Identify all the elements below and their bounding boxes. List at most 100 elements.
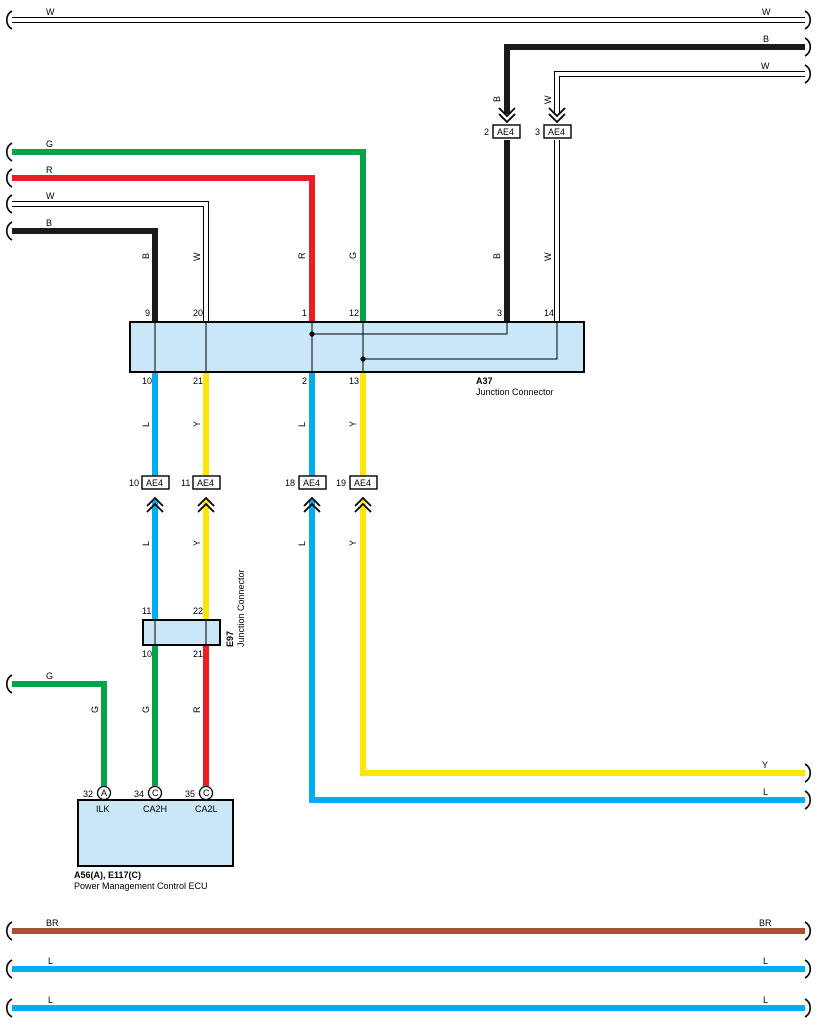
a37-pin-bottom: 2 [302, 376, 307, 386]
a37-pin-top: 20 [193, 308, 203, 318]
wire-yellow-ae4-19-to-right [360, 500, 812, 783]
wire-label: L [297, 422, 307, 427]
junction-connector-e97 [142, 619, 221, 646]
wire-white-left-a37-20 [5, 194, 209, 322]
ae4-pin-number: 2 [484, 127, 489, 137]
ecu-pin-circles [96, 785, 214, 801]
ae4-labels: 2 AE4 3 AE4 10 AE4 11 AE4 18 AE4 19 AE4 [129, 127, 565, 488]
wire-label: W [762, 7, 771, 17]
a37-pin-top: 14 [544, 308, 554, 318]
wire-label: Y [348, 421, 358, 427]
ecu-code: A56(A), E117(C) [74, 870, 141, 880]
a37-pin-top: 1 [302, 308, 307, 318]
wire-label: B [492, 96, 502, 102]
wire-blue-ae4-18-to-right [309, 500, 812, 810]
wire-label: Y [762, 760, 768, 770]
ecu-pin-ca2h-circle [147, 785, 163, 801]
wire-label: Y [192, 421, 202, 427]
ae4-box-pin-10 [141, 475, 170, 490]
wire-black-right [498, 37, 812, 124]
wire-green-left-a37-12 [5, 142, 366, 322]
ae4-name: AE4 [354, 478, 371, 488]
ae4-name: AE4 [197, 478, 214, 488]
wire-bottom-blue-1 [5, 959, 812, 979]
ae4-connector-boxes [141, 124, 572, 490]
e97-name: Junction Connector [236, 569, 246, 647]
wire-label: R [297, 252, 307, 259]
wire-label: B [46, 218, 52, 228]
wire-label: L [763, 787, 768, 797]
wire-label: W [543, 95, 553, 104]
ecu-pin-signal: CA2H [143, 804, 167, 814]
wire-label: B [492, 253, 502, 259]
wire-color-labels: W W B W G R W B G Y L BR BR L L L L [46, 7, 772, 1005]
ae4-name: AE4 [497, 127, 514, 137]
ae4-pin-number: 10 [129, 478, 139, 488]
e97-pin-bottom: 21 [193, 649, 203, 659]
e97-labels: 11 22 10 21 E97 Junction Connector [142, 569, 246, 659]
wire-label: Y [192, 540, 202, 546]
ae4-name: AE4 [303, 478, 320, 488]
ecu-pin-number: 35 [185, 789, 195, 799]
ae4-pin-number: 11 [181, 478, 190, 488]
junction-connector-a37 [129, 321, 585, 373]
ae4-pin-number: 19 [336, 478, 346, 488]
wire-label: L [141, 541, 151, 546]
ae4-box-pin-11 [192, 475, 221, 490]
wire-label: L [763, 995, 768, 1005]
ae4-box-pin-2 [492, 124, 521, 139]
wire-label: W [46, 7, 55, 17]
ae4-box-pin-3 [543, 124, 572, 139]
ecu-labels: 32 A 34 C 35 C ILK CA2H CA2L A56(A), E11… [74, 788, 218, 891]
wire-label: G [141, 706, 151, 713]
ae4-box-pin-19 [349, 475, 378, 490]
e97-code: E97 [225, 631, 235, 647]
ecu-name: Power Management Control ECU [74, 881, 208, 891]
wire-label: G [348, 252, 358, 259]
ecu-pin-number: 32 [83, 789, 93, 799]
wire-label: R [46, 165, 53, 175]
wire-label: BR [759, 918, 772, 928]
wire-label: L [48, 995, 53, 1005]
a37-pin-numbers: 9 20 1 12 3 14 10 21 2 13 [142, 308, 554, 386]
wire-label: L [48, 956, 53, 966]
wire-red-left-a37-1 [5, 168, 315, 322]
wire-label: R [192, 706, 202, 713]
wire-black-left-a37-9 [5, 221, 158, 322]
wire-label: L [763, 956, 768, 966]
e97-pin-bottom: 10 [142, 649, 152, 659]
ecu-pin-ilk-circle [96, 785, 112, 801]
ecu-pin-letter: C [203, 788, 210, 798]
ae4-name: AE4 [146, 478, 163, 488]
wire-color-labels-vertical: B W B W B W R G L Y L Y L Y L Y G G R [90, 95, 553, 713]
ecu-pin-letter: C [152, 788, 159, 798]
wire-white-right [548, 64, 812, 124]
wire-green-left-to-ecu-ilk [5, 674, 107, 786]
a37-pin-bottom: 10 [142, 376, 152, 386]
ecu-pin-ca2l-circle [198, 785, 214, 801]
ecu-pin-number: 34 [134, 789, 144, 799]
ecu-pin-letter: A [101, 788, 107, 798]
a37-pin-top: 3 [497, 308, 502, 318]
a37-pin-top: 12 [349, 308, 359, 318]
wire-label: W [543, 252, 553, 261]
wire-label: B [141, 253, 151, 259]
wire-label: Y [348, 540, 358, 546]
wire-label: L [297, 541, 307, 546]
wire-bottom-brown [5, 921, 812, 941]
wire-label: G [46, 139, 53, 149]
ae4-pin-number: 18 [285, 478, 295, 488]
a37-name: Junction Connector [476, 387, 554, 397]
ecu-pin-signal: CA2L [195, 804, 218, 814]
ae4-bottom-chevrons [146, 496, 372, 513]
ae4-name: AE4 [548, 127, 565, 137]
wire-label: BR [46, 918, 59, 928]
wire-top-white [5, 10, 812, 30]
ae4-pin-number: 3 [535, 127, 540, 137]
a37-pin-bottom: 21 [193, 376, 203, 386]
wire-label: L [141, 422, 151, 427]
wire-label: G [90, 706, 100, 713]
power-management-ecu [77, 799, 234, 867]
wire-label: W [46, 191, 55, 201]
